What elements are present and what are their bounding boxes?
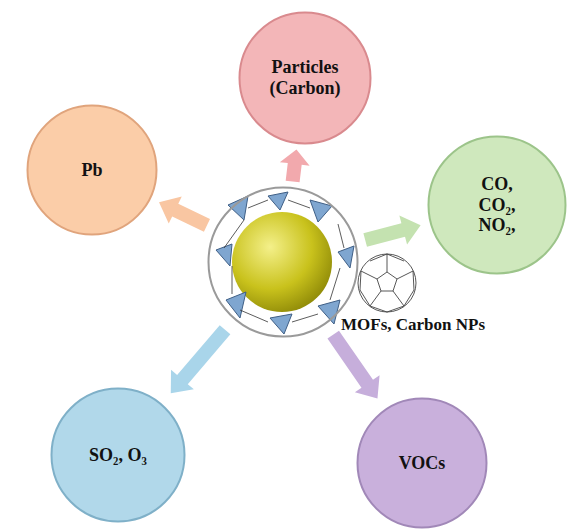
block-arrow: [327, 331, 379, 399]
circle-shape: [429, 137, 566, 274]
circle-shape: [209, 188, 358, 337]
circle-shape: [28, 106, 157, 235]
pollutant-circle: CO, CO₂, NO₂,: [427, 135, 567, 275]
circle-shape: [358, 399, 487, 528]
material-label: MOFs, Carbon NPs: [341, 315, 485, 335]
pollutant-label: CO, CO₂, NO₂,: [479, 174, 516, 236]
tetrahedra: [216, 192, 354, 334]
pollutant-circle: Pb: [26, 104, 158, 236]
pollutant-label: SO₂, O₃: [89, 445, 147, 466]
circle-shape: [240, 13, 371, 144]
center-circle: MOFs, Carbon NPs: [207, 186, 359, 338]
block-arrow: [171, 325, 231, 393]
pollutant-circle: Particles (Carbon): [238, 11, 372, 145]
linkers: [224, 200, 344, 322]
fullerene: [358, 254, 416, 312]
pollutant-label: Pb: [81, 160, 102, 181]
block-arrow: [159, 197, 210, 232]
pollutant-label: VOCs: [399, 453, 446, 474]
pore-sphere: [232, 212, 332, 312]
circle-outline: [207, 186, 359, 338]
block-arrow: [280, 150, 310, 183]
pollutant-circle: SO₂, O₃: [50, 387, 186, 523]
circle-shape: [52, 389, 185, 522]
pollutant-circle: VOCs: [356, 397, 488, 529]
pollutant-label: Particles (Carbon): [270, 57, 341, 98]
block-arrow: [363, 215, 420, 246]
